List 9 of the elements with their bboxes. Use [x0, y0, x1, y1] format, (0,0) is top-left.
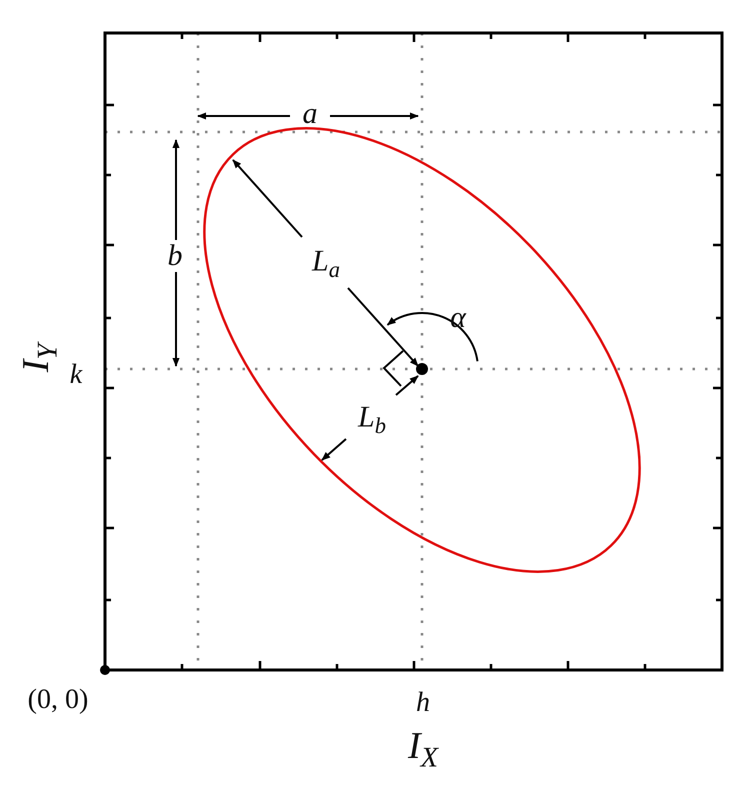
- dimension-label: b: [168, 241, 182, 271]
- tick-label: (0, 0): [28, 686, 88, 714]
- tick-label: h: [416, 689, 430, 717]
- dimension-label: L$_{a}$: [312, 246, 340, 282]
- angle-label: α: [450, 303, 466, 333]
- dimension-label: a: [302, 99, 318, 129]
- dimension-label: L$_{b}$: [358, 402, 386, 438]
- tick-label: k: [70, 361, 82, 389]
- axis-label: I$_{X}$: [408, 726, 438, 774]
